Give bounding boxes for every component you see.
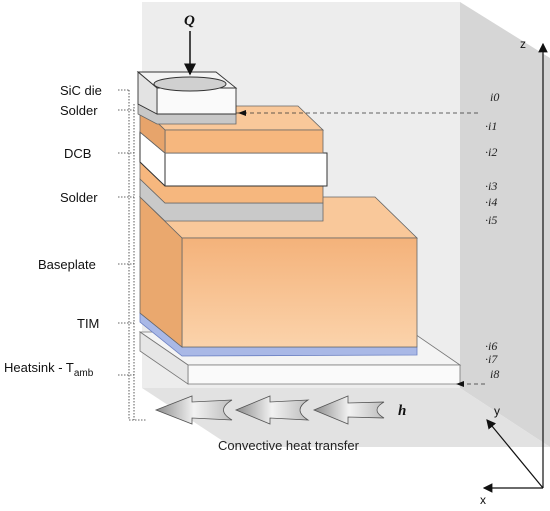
heat-spot [153,76,227,92]
interface-i4: ·i4 [485,195,497,209]
interface-i3: ·i3 [485,179,497,193]
heat-coefficient-symbol: h [398,403,406,419]
axis-z-label: z [520,37,526,51]
left-bracket [118,89,146,421]
label-sic-die: SiC die [60,83,102,98]
interface-i0: i0 [490,90,499,104]
interface-i8: i8 [490,367,499,381]
label-heatsink: Heatsink - Tamb [4,360,94,379]
heat-input-symbol: Q [184,13,195,29]
label-solder-top: Solder [60,103,98,118]
convection-arrow-1 [154,395,233,425]
interface-leaders [236,110,486,387]
convective-arrows [154,395,385,425]
convection-arrow-2 [234,395,310,425]
enclosure-side-face [460,2,550,447]
interface-i7: ·i7 [485,352,498,366]
interface-i1: ·i1 [485,119,497,133]
coordinate-axes [482,42,548,493]
interface-i2: ·i2 [485,145,497,159]
label-dcb: DCB [64,146,91,161]
label-solder-bottom: Solder [60,190,98,205]
convection-caption: Convective heat transfer [218,438,360,453]
sic-die [136,71,238,115]
label-tim: TIM [77,316,99,331]
axis-y-label: y [494,404,500,418]
interface-i6: ·i6 [485,339,497,353]
interface-i5: ·i5 [485,213,497,227]
convection-arrow-3 [312,395,385,425]
axis-x-label: x [480,493,486,507]
label-baseplate: Baseplate [38,257,96,272]
